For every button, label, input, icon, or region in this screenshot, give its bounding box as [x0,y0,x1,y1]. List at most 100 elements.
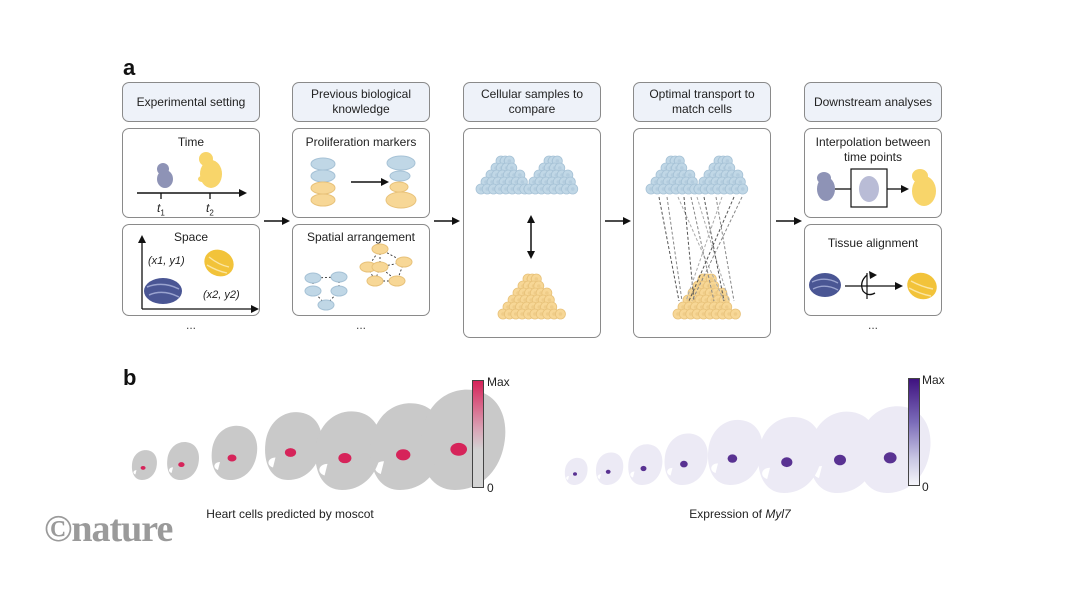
header-optimal-transport: Optimal transport to match cells [633,82,771,122]
proliferation-illustration [310,155,417,209]
myl7-caption-prefix: Expression of [689,507,766,521]
header-cellular-samples: Cellular samples to compare [463,82,601,122]
panel-a-label: a [123,55,136,80]
flow-arrow-3 [605,217,631,225]
heart-caption: Heart cells predicted by moscot [206,507,374,521]
heart-region [396,449,411,461]
ellipsis-col2: ... [355,318,366,332]
heart-colorbar-max: Max [487,375,510,389]
box-space-title: Space [173,230,209,244]
spatial-graph-illustration [304,243,413,311]
heart-embryo [211,425,258,480]
box-spatial-arrangement: Spatial arrangement [292,224,430,316]
panel-b-label: b [123,365,137,390]
myl7-colorbar [908,378,920,486]
coordinate-label-1: (x1, y1) [148,255,185,267]
myl7-heart-region [834,454,846,466]
tissue-alignment-illustration [809,271,937,300]
myl7-heart-region [680,460,688,468]
nature-logo: ©nature [44,508,173,550]
heart-embryo [315,411,382,490]
myl7-embryo [595,452,624,485]
transport-link [685,196,723,302]
time-axis-arrowhead [239,189,247,197]
box-proliferation-title: Proliferation markers [305,135,417,149]
myl7-caption: Expression of Myl7 [640,507,840,521]
myl7-embryo [758,417,823,493]
box-spatial-title: Spatial arrangement [306,230,416,244]
myl7-embryo [564,457,588,485]
yellow-cell-population [497,273,566,320]
myl7-heart-region [640,465,647,472]
early-embryo-icon [157,163,173,188]
heart-region [140,465,146,470]
heart-embryo [167,442,200,480]
box-time: Time t1 t2 [122,128,260,218]
yellow-tissue-icon [204,249,234,277]
rotate-icon [861,274,876,296]
header-experimental-setting: Experimental setting [122,82,260,122]
cell-populations-illustration [475,155,579,320]
myl7-embryo [664,433,708,485]
coordinate-label-2: (x2, y2) [203,289,240,301]
time-illustration [137,152,247,199]
heart-embryo [265,412,323,480]
box-optimal-transport [633,128,771,338]
ellipsis-col5: ... [867,318,878,332]
myl7-caption-gene: Myl7 [765,507,791,521]
transport-link [683,196,695,302]
flow-arrow-4 [776,217,802,225]
transport-link [703,196,725,302]
myl7-embryo [628,444,663,485]
transport-links [658,196,743,302]
myl7-colorbar-min: 0 [922,480,929,494]
transport-illustration [645,155,749,320]
transport-link [696,196,730,302]
late-embryo-icon [198,152,222,188]
flow-arrow-2 [434,217,460,225]
heart-region [450,442,468,456]
myl7-embryo [707,419,763,485]
header-previous-knowledge: Previous biological knowledge [292,82,430,122]
heart-region [227,454,237,462]
t1-label: t1 [157,201,165,218]
heart-colorbar [472,380,484,488]
heart-prediction-embryos [131,389,506,490]
source-population-1 [645,155,701,195]
flow-arrow-1 [264,217,290,225]
transport-link [715,196,735,302]
box-interpolation: Interpolation between time points [804,128,942,218]
myl7-heart-region [605,469,611,474]
myl7-heart-region [727,454,738,463]
transport-link [690,196,715,302]
blue-cell-population-2 [523,155,579,195]
myl7-heart-region [883,452,897,464]
compare-arrow [527,215,535,259]
heart-region [178,462,185,468]
heart-embryo [421,389,506,490]
heart-region [338,453,352,464]
myl7-expression-embryos [564,406,931,493]
heart-region [284,448,297,457]
transport-link [666,196,683,302]
header-downstream-analyses: Downstream analyses [804,82,942,122]
transport-link [688,196,735,302]
space-illustration [138,235,259,313]
myl7-heart-region [781,457,793,468]
source-population-2 [693,155,749,195]
box-tissue-alignment: Tissue alignment [804,224,942,316]
interpolation-illustration [817,168,936,208]
target-population [672,273,741,320]
heart-embryo [131,450,157,480]
box-tissue-title: Tissue alignment [827,236,919,250]
box-time-title: Time [177,135,205,149]
ellipsis-col1: ... [185,318,196,332]
heart-colorbar-min: 0 [487,481,494,495]
transport-link [658,196,680,302]
blue-tissue-icon [144,278,182,304]
box-cellular-samples [463,128,601,338]
transport-link [691,196,743,302]
box-proliferation-markers: Proliferation markers [292,128,430,218]
myl7-heart-region [573,472,577,476]
myl7-colorbar-max: Max [922,373,945,387]
